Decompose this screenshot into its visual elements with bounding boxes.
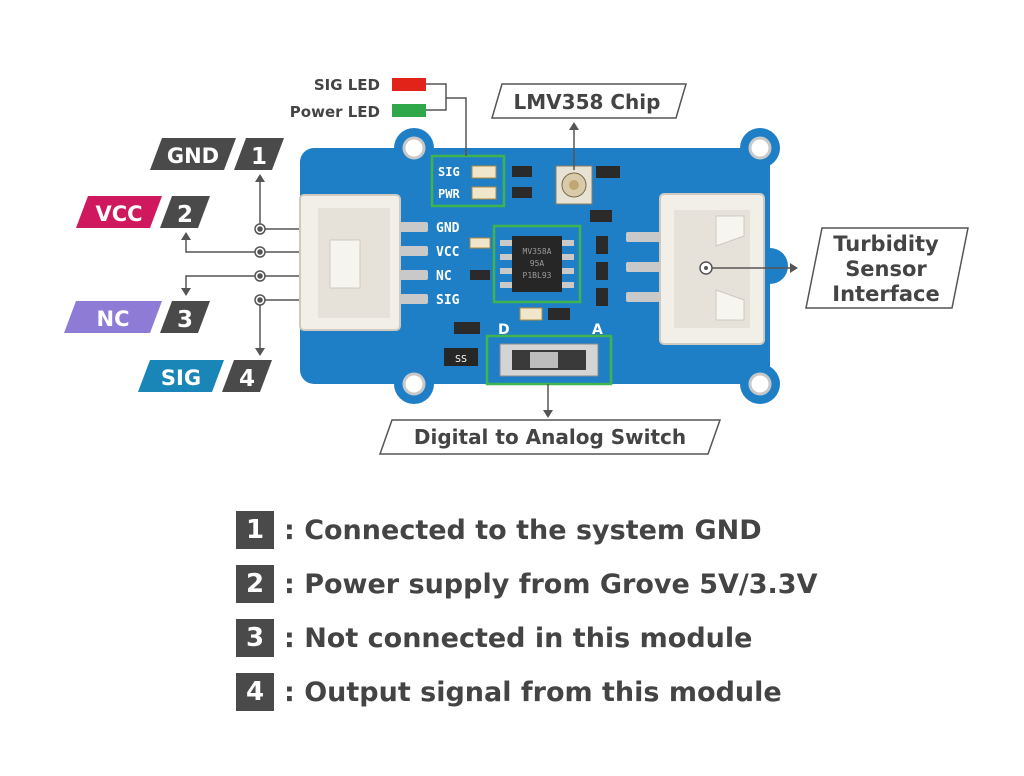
pin-dots [254,223,266,306]
pin-legend: 1 : Connected to the system GND 2 : Powe… [236,510,876,726]
pin-gnd-number: 1 [251,144,267,170]
pin-nc-name: NC [97,307,130,331]
legend-text-4: : Output signal from this module [284,676,782,708]
chip-mark-2: 95A [530,259,545,268]
legend-number-2: 2 [236,565,274,603]
module-diagram: GND 1 VCC 2 NC 3 SIG 4 [64,76,969,455]
power-led-swatch [392,104,426,117]
sensor-callout: Turbidity Sensor Interface [699,227,969,309]
grove-connector [299,194,428,331]
silk-sig: SIG [436,293,460,308]
pin-sig-number: 4 [239,366,255,392]
legend-row-2: 2 : Power supply from Grove 5V/3.3V [236,564,876,604]
legend-text-2: : Power supply from Grove 5V/3.3V [284,568,818,600]
legend-row-4: 4 : Output signal from this module [236,672,876,712]
pin-tag-sig: SIG 4 [138,360,272,392]
pin-tag-vcc: VCC 2 [76,196,210,228]
sig-led-swatch [392,78,426,91]
switch-label-d: D [498,322,510,338]
legend-row-1: 1 : Connected to the system GND [236,510,876,550]
silk-sig-led: SIG [438,165,460,179]
legend-row-3: 3 : Not connected in this module [236,618,876,658]
legend-text-3: : Not connected in this module [284,622,753,654]
pin-sig-name: SIG [161,366,201,390]
legend-number-3: 3 [236,619,274,657]
legend-number-4: 4 [236,673,274,711]
sig-led-label: SIG LED [314,76,380,94]
pin-vcc-number: 2 [177,202,193,228]
smd-components: SS [444,236,608,366]
sensor-callout-line2: Sensor [845,257,927,281]
led-callout: SIG LED Power LED [290,76,467,156]
silk-nc: NC [436,269,452,284]
silk-vcc: VCC [436,245,459,260]
potentiometer [555,165,620,222]
led-area: SIG PWR [430,154,532,208]
chip-callout: LMV358 Chip [490,83,688,170]
slide-switch: D A [485,322,613,386]
silk-pwr-led: PWR [438,187,460,201]
chip-callout-label: LMV358 Chip [514,90,661,114]
chip-mark-1: MV358A [523,247,552,256]
power-led-label: Power LED [290,103,380,121]
pin-gnd-name: GND [167,144,219,168]
pin-tag-nc: NC 3 [64,301,210,333]
sensor-callout-line3: Interface [832,282,939,306]
legend-text-1: : Connected to the system GND [284,514,762,546]
chip-mark-3: P1BL93 [523,271,552,280]
pin-nc-number: 3 [177,307,193,333]
silk-gnd: GND [436,221,460,236]
switch-label-a: A [592,322,603,338]
sensor-callout-line1: Turbidity [833,232,939,256]
switch-callout-label: Digital to Analog Switch [414,425,686,449]
pin-leader-lines [181,174,300,356]
silkscreen-pin-labels: GND VCC NC SIG [436,221,460,308]
legend-number-1: 1 [236,511,274,549]
pin-tag-gnd: GND 1 [150,138,284,170]
pin-vcc-name: VCC [95,202,142,226]
lmv358-chip: MV358A 95A P1BL93 [492,224,582,304]
diode-mark: SS [455,354,467,365]
switch-callout: Digital to Analog Switch [378,384,722,455]
